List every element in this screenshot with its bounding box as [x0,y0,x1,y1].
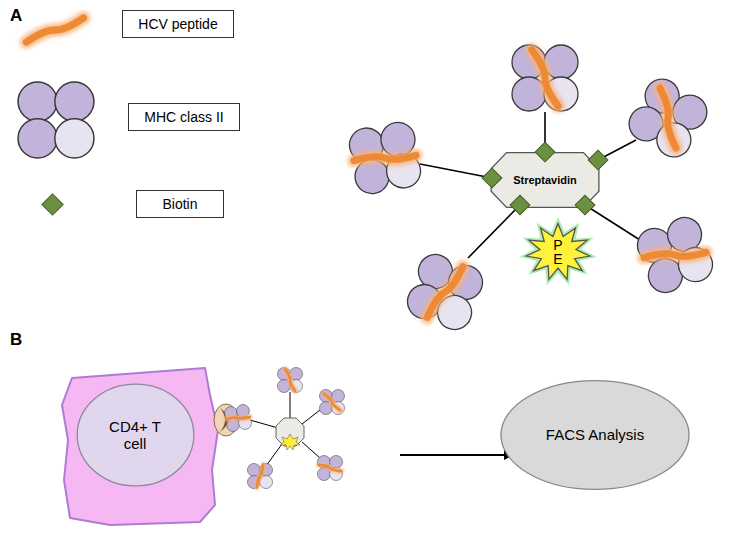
facs-analysis: FACS Analysis [500,380,690,490]
biotin-icon [42,194,63,215]
cell-membrane [62,368,218,525]
pe-fluorophore: P E [523,221,593,283]
legend-box: Biotin [136,190,224,218]
mhc-peptide-complex [347,45,718,334]
node-text: Biotin [162,196,197,212]
node-text: CD4+ T cell [99,418,171,453]
legend-box: MHC class II [128,103,240,131]
panel-label: B [10,330,22,350]
node-text: Streptavidin [513,174,577,187]
streptavidin-core: Streptavidin [490,152,600,208]
node-text: HCV peptide [138,16,217,32]
process-arrow [400,454,512,456]
mhc-icon [18,82,94,158]
node-text: P E [552,238,565,266]
cell-nucleus: CD4+ T cell [76,383,195,487]
panel-label: A [10,6,22,26]
small-tetramer [223,367,344,488]
linker-lines [420,112,640,258]
node-text: MHC class II [144,109,223,125]
peptide-icon [24,18,86,42]
biotin-diamonds [482,142,608,215]
legend-box: HCV peptide [122,10,234,38]
node-text: FACS Analysis [546,426,644,443]
